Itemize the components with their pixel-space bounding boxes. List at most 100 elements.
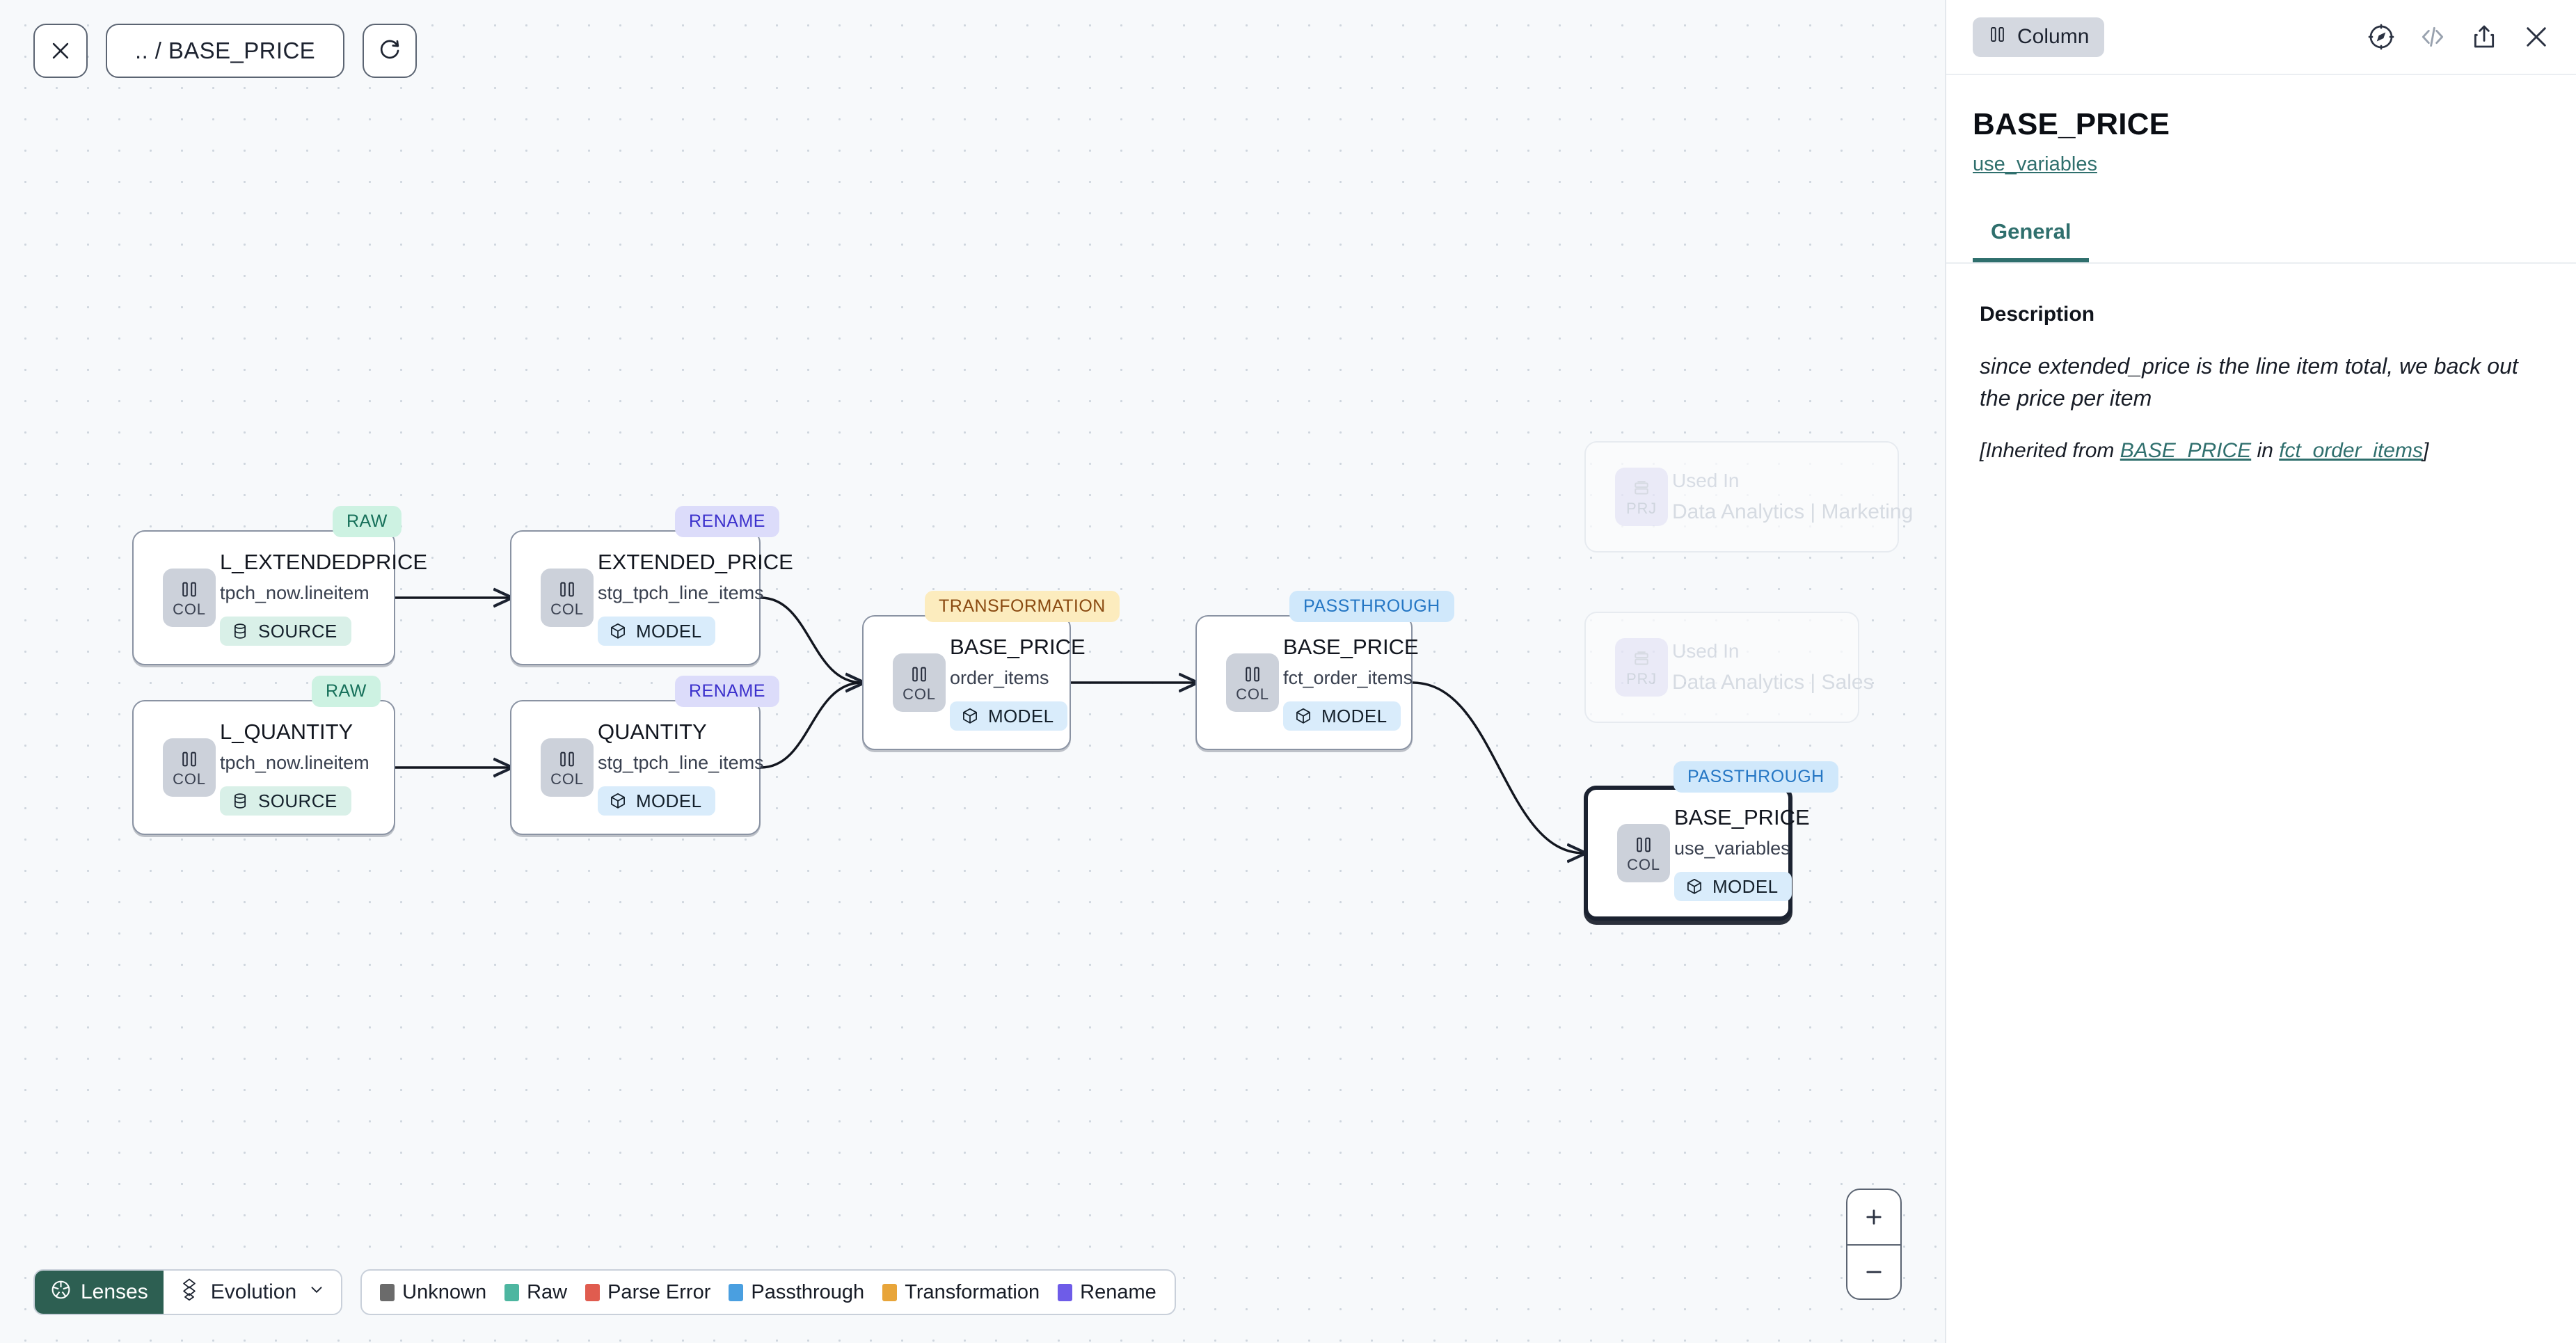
node-type-label: COL [173, 600, 206, 618]
breadcrumb[interactable]: .. / BASE_PRICE [106, 24, 345, 78]
node-kind-label: MODEL [1321, 706, 1388, 727]
node-kind-chip: SOURCE [220, 786, 351, 816]
zoom-out-button[interactable] [1847, 1244, 1900, 1298]
node-kind-label: SOURCE [258, 621, 337, 642]
node-type-label: PRJ [1626, 499, 1657, 517]
cube-icon [1685, 877, 1703, 896]
node-kind-label: MODEL [636, 790, 702, 812]
legend-item-passthrough[interactable]: Passthrough [729, 1281, 864, 1304]
refresh-icon[interactable] [363, 24, 418, 78]
node-kind-chip: SOURCE [220, 617, 351, 646]
node-kind-label: MODEL [636, 621, 702, 642]
legend-item-transformation[interactable]: Transformation [882, 1281, 1040, 1304]
page-title: BASE_PRICE [1973, 107, 2170, 141]
lens-badge-raw: RAW [333, 506, 401, 537]
inherited-column-link[interactable]: BASE_PRICE [2120, 438, 2252, 462]
chevron-down-icon [308, 1280, 326, 1304]
parent-model-link[interactable]: use_variables [1973, 153, 2097, 175]
compass-icon[interactable] [2367, 23, 2395, 51]
project-icon [1631, 649, 1652, 669]
legend-item-unknown[interactable]: Unknown [380, 1281, 486, 1304]
node-type-label: COL [903, 685, 936, 703]
node-subtitle: stg_tpch_line_items [598, 752, 764, 774]
legend-item-raw[interactable]: Raw [504, 1281, 567, 1304]
close-icon[interactable] [33, 24, 88, 78]
evolution-dropdown[interactable]: Evolution [163, 1271, 342, 1314]
legend-item-parse-error[interactable]: Parse Error [585, 1281, 710, 1304]
close-panel-icon[interactable] [2522, 22, 2551, 51]
database-icon [231, 792, 249, 810]
node-subtitle: tpch_now.lineitem [220, 752, 369, 774]
code-icon[interactable] [2419, 23, 2447, 51]
inherited-model-link[interactable]: fct_order_items [2279, 438, 2423, 462]
node-type-chip: COL [541, 569, 594, 627]
type-badge-label: Column [2017, 25, 2090, 48]
lenses-label: Lenses [81, 1280, 148, 1303]
cube-icon [609, 622, 627, 640]
evolution-label: Evolution [210, 1280, 297, 1303]
node-subtitle: stg_tpch_line_items [598, 582, 764, 604]
node-type-chip: COL [163, 569, 216, 627]
evolution-icon [179, 1278, 200, 1307]
node-type-chip: COL [1226, 653, 1279, 712]
cube-icon [609, 792, 627, 810]
lineage-canvas[interactable]: .. / BASE_PRICE [0, 0, 1945, 1343]
legend-label: Transformation [905, 1280, 1040, 1303]
legend-label: Unknown [402, 1280, 487, 1303]
node-subtitle: tpch_now.lineitem [220, 582, 369, 604]
columns-icon [557, 749, 578, 770]
node-title: BASE_PRICE [1283, 634, 1419, 659]
lenses-button[interactable]: Lenses [35, 1271, 164, 1314]
inherited-mid: in [2251, 438, 2280, 462]
node-title: Used In [1672, 469, 1740, 491]
node-type-label: COL [550, 770, 584, 788]
tab-general[interactable]: General [1973, 219, 2090, 262]
node-kind-chip: MODEL [1674, 872, 1792, 902]
node-kind-label: MODEL [1712, 876, 1779, 898]
node-title: Used In [1672, 639, 1740, 662]
lens-badge-rename: RENAME [675, 676, 779, 707]
zoom-in-button[interactable] [1847, 1190, 1900, 1244]
details-panel-header: Column [1946, 0, 2576, 75]
inherited-from-note: [Inherited from BASE_PRICE in fct_order_… [1980, 436, 2543, 466]
panel-tabs: General [1946, 219, 2576, 264]
node-type-chip: PRJ [1615, 638, 1668, 697]
share-icon[interactable] [2470, 23, 2498, 51]
type-badge: Column [1973, 17, 2105, 57]
node-title: L_QUANTITY [220, 719, 353, 744]
columns-icon [1988, 25, 2007, 49]
node-title: EXTENDED_PRICE [598, 549, 793, 574]
lens-badge-transformation: TRANSFORMATION [925, 591, 1120, 622]
node-kind-label: MODEL [988, 706, 1054, 727]
node-kind-chip: MODEL [598, 617, 716, 646]
node-title: QUANTITY [598, 719, 707, 744]
node-subtitle: use_variables [1674, 838, 1790, 859]
node-type-chip: COL [541, 738, 594, 797]
legend-item-rename[interactable]: Rename [1058, 1281, 1156, 1304]
lenses-segmented-control: Lenses Evolution [33, 1269, 343, 1315]
legend-swatch [729, 1283, 744, 1301]
node-type-label: COL [173, 770, 206, 788]
columns-icon [557, 579, 578, 600]
node-type-label: COL [1627, 855, 1660, 873]
edge-fct-to-usevariables [1412, 681, 1584, 853]
node-kind-label: SOURCE [258, 790, 337, 812]
